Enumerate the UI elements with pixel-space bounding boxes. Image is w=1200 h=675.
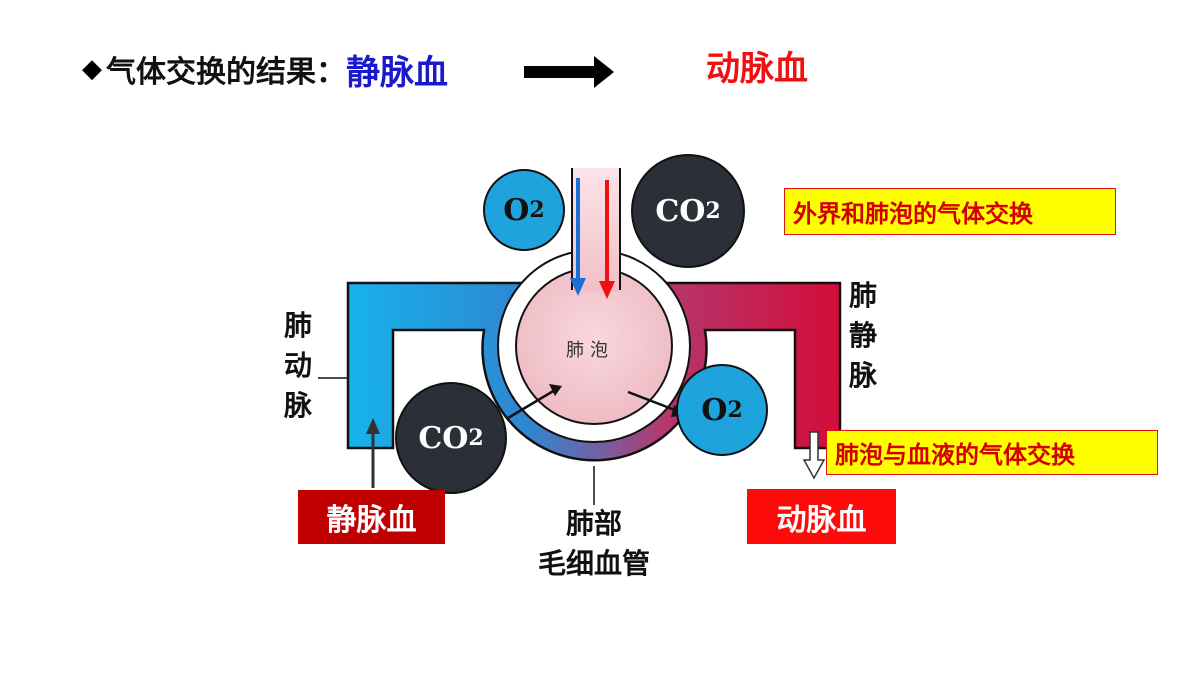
capillary-label: 肺部 毛细血管 (537, 507, 650, 580)
header-title: 气体交换的结果： (106, 55, 346, 90)
exhale-arrow-icon (599, 180, 615, 299)
o2-top-circle (483, 169, 565, 251)
venous-blood-box: 静脉血 (298, 490, 445, 544)
pulmonary-artery-label: 肺 动 脉 (283, 309, 312, 422)
co2-diffusion-arrow-icon (507, 384, 562, 420)
outflow-arrow-icon (802, 431, 826, 480)
alveolus-label: 肺泡 (566, 340, 614, 361)
inflow-arrow-icon (366, 418, 380, 488)
co2-bottom-circle (395, 382, 507, 494)
external-exchange-label: 外界和肺泡的气体交换 (784, 188, 1116, 235)
o2-bottom-circle (676, 364, 768, 456)
diamond-bullet-icon: ◆ (82, 54, 102, 84)
header: ◆ 气体交换的结果： 静脉血 (82, 44, 448, 94)
arterial-blood-box: 动脉血 (747, 489, 896, 544)
header-venous-blood: 静脉血 (346, 52, 448, 93)
right-arrow-icon (524, 56, 614, 88)
alveolar-exchange-label: 肺泡与血液的气体交换 (826, 430, 1158, 475)
header-arterial-blood: 动脉血 (706, 49, 808, 89)
inhale-arrow-icon (570, 178, 586, 296)
pulmonary-vein-label: 肺 静 脉 (848, 279, 877, 392)
co2-top-circle (631, 154, 745, 268)
